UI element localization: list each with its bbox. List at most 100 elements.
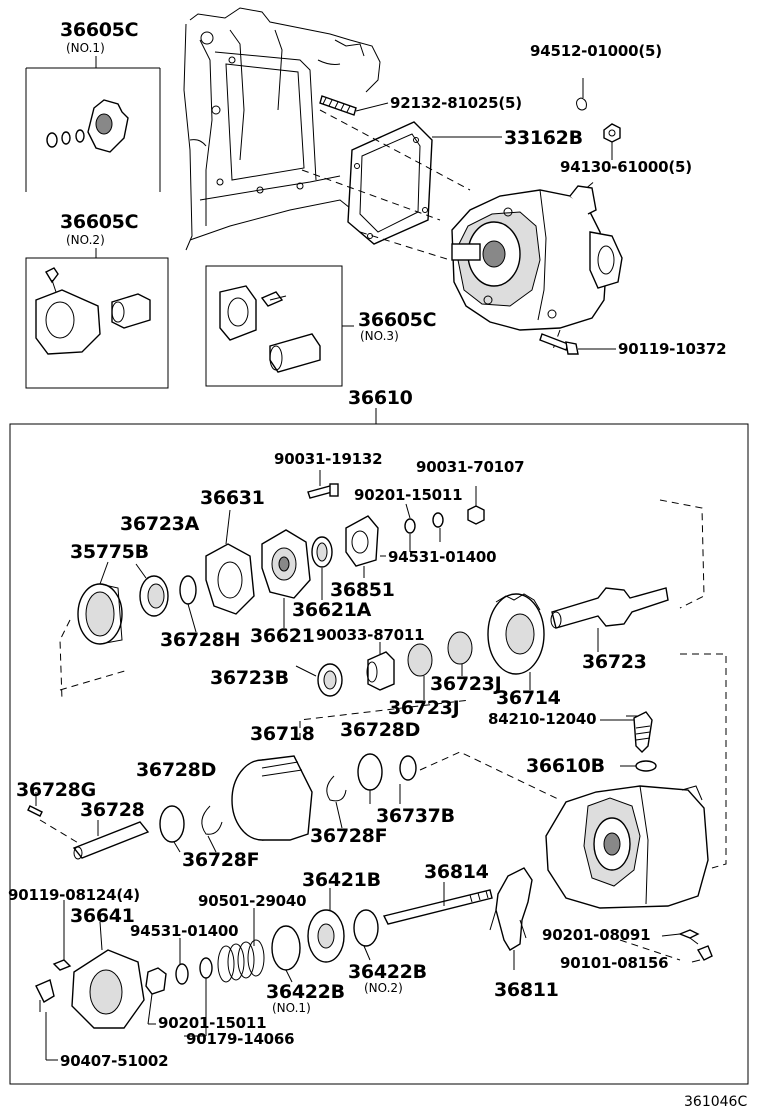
washer-90201-08091-drawing — [678, 929, 700, 939]
bolt-90119-08124-drawing — [52, 900, 72, 971]
label-90119-08124: 90119-08124(4) — [8, 886, 140, 904]
gear-36714-drawing — [487, 593, 545, 675]
cover-94531-top-drawing — [345, 515, 379, 567]
label-36422b-no2-sub: (NO.2) — [364, 981, 403, 995]
diagram-code: 361046C — [684, 1094, 747, 1110]
label-36422b-no1-sub: (NO.1) — [272, 1001, 311, 1015]
label-90501-29040: 90501-29040 — [198, 892, 306, 910]
label-94531-01400-bot: 94531-01400 — [130, 922, 238, 940]
label-36631: 36631 — [200, 487, 265, 509]
label-36714: 36714 — [496, 687, 561, 709]
washer-small-top-drawing — [432, 512, 444, 528]
stud-92132-drawing — [319, 95, 357, 116]
label-36621: 36621 — [250, 625, 315, 647]
label-36728: 36728 — [80, 799, 145, 821]
seal-35775b-drawing — [77, 583, 123, 645]
washer-36737b-drawing — [399, 755, 417, 781]
label-36605c-no3: 36605C — [358, 309, 436, 331]
label-36728d-a: 36728D — [136, 759, 216, 781]
label-90201-15011-bot: 90201-15011 — [158, 1014, 266, 1032]
label-36610b: 36610B — [526, 755, 605, 777]
label-36422b-no2: 36422B — [348, 961, 427, 983]
label-36737b: 36737B — [376, 805, 455, 827]
gasket-36631-drawing — [205, 543, 255, 615]
label-36811: 36811 — [494, 979, 559, 1001]
label-36728f-b: 36728F — [310, 825, 387, 847]
ring-36422b-no1-drawing — [271, 925, 301, 971]
assembly-36610-frame — [9, 423, 749, 1085]
label-36814: 36814 — [424, 861, 489, 883]
gasket-36610b-drawing — [635, 760, 657, 772]
label-33162b: 33162B — [504, 127, 583, 149]
shaft-36723-drawing — [550, 587, 669, 629]
bolt-90101-08156-drawing — [689, 937, 713, 961]
label-90031-19132: 90031-19132 — [274, 450, 382, 468]
bolt-90031-19132-drawing — [307, 470, 339, 499]
bearing-36728d-a-drawing — [159, 805, 185, 843]
pin-36728g-drawing — [27, 805, 43, 817]
dashed-alignment-lines-top — [301, 109, 597, 353]
label-36422b-no1: 36422B — [266, 981, 345, 1003]
switch-84210-drawing — [626, 711, 653, 753]
kit-box-no2 — [25, 248, 169, 389]
snap-ring-36728f-b-drawing — [326, 775, 347, 802]
label-36605c-no2: 36605C — [60, 211, 138, 233]
ring-36422b-no2-drawing — [353, 909, 379, 947]
label-36728h: 36728H — [160, 629, 240, 651]
label-90119-10372: 90119-10372 — [618, 340, 726, 358]
shaft-36814-drawing — [382, 889, 493, 925]
pto-assembly-36610-drawing — [451, 185, 623, 331]
nut-90031-70107-drawing — [467, 505, 485, 525]
bearing-36723a-drawing — [139, 575, 169, 617]
gasket-33162b-drawing — [347, 121, 433, 245]
breather-90407-drawing — [35, 979, 55, 1012]
label-36723: 36723 — [582, 651, 647, 673]
label-no1: (NO.1) — [66, 41, 105, 55]
kit-box-no1 — [25, 56, 161, 192]
gear-36718-drawing — [231, 755, 313, 841]
label-no3: (NO.3) — [360, 329, 399, 343]
bearing-36723j-drawing — [407, 631, 473, 677]
washer-90201-bottom-drawing — [175, 963, 189, 985]
seal-36621a-drawing — [311, 536, 333, 568]
label-90201-15011-top: 90201-15011 — [354, 486, 462, 504]
washer-94512-drawing — [576, 78, 587, 111]
bearing-36723b-drawing — [317, 663, 343, 697]
shaft-36728-drawing — [72, 821, 150, 860]
label-35775b: 35775B — [70, 541, 149, 563]
fork-36811-drawing — [489, 867, 533, 951]
label-94512-01000: 94512-01000(5) — [530, 42, 662, 60]
label-36723a: 36723A — [120, 513, 200, 535]
label-90101-08156: 90101-08156 — [560, 954, 668, 972]
label-90407-51002: 90407-51002 — [60, 1052, 168, 1070]
label-36641: 36641 — [70, 905, 135, 927]
label-36851: 36851 — [330, 579, 395, 601]
transmission-case-drawing — [183, 7, 381, 251]
washer-90201-top-drawing — [404, 518, 416, 534]
label-92132-81025: 92132-81025(5) — [390, 94, 522, 112]
bolt-90119-10372-drawing — [539, 333, 616, 355]
label-36421b: 36421B — [302, 869, 381, 891]
leader-lines — [35, 486, 701, 1061]
label-36728d-b: 36728D — [340, 719, 420, 741]
label-36723j-b: 36723J — [388, 697, 459, 719]
label-90031-70107: 90031-70107 — [416, 458, 524, 476]
washer-90179-drawing — [199, 957, 213, 979]
label-36728f-a: 36728F — [182, 849, 259, 871]
label-36723b: 36723B — [210, 667, 289, 689]
label-90033-87011: 90033-87011 — [316, 626, 424, 644]
label-94130-61000: 94130-61000(5) — [560, 158, 692, 176]
flange-36621-drawing — [261, 529, 311, 599]
cover-94531-bottom-drawing — [145, 967, 167, 995]
label-94531-01400-top: 94531-01400 — [388, 548, 496, 566]
sleeve-36421b-drawing — [307, 909, 345, 963]
ring-36728h-drawing — [179, 575, 197, 605]
collar-90033-drawing — [366, 651, 395, 691]
snap-ring-36728f-a-drawing — [201, 805, 223, 835]
kit-box-no3 — [205, 265, 354, 387]
label-36728g: 36728G — [16, 779, 96, 801]
label-no2: (NO.2) — [66, 233, 105, 247]
label-36621a: 36621A — [292, 599, 372, 621]
spring-90501-drawing — [217, 939, 265, 983]
